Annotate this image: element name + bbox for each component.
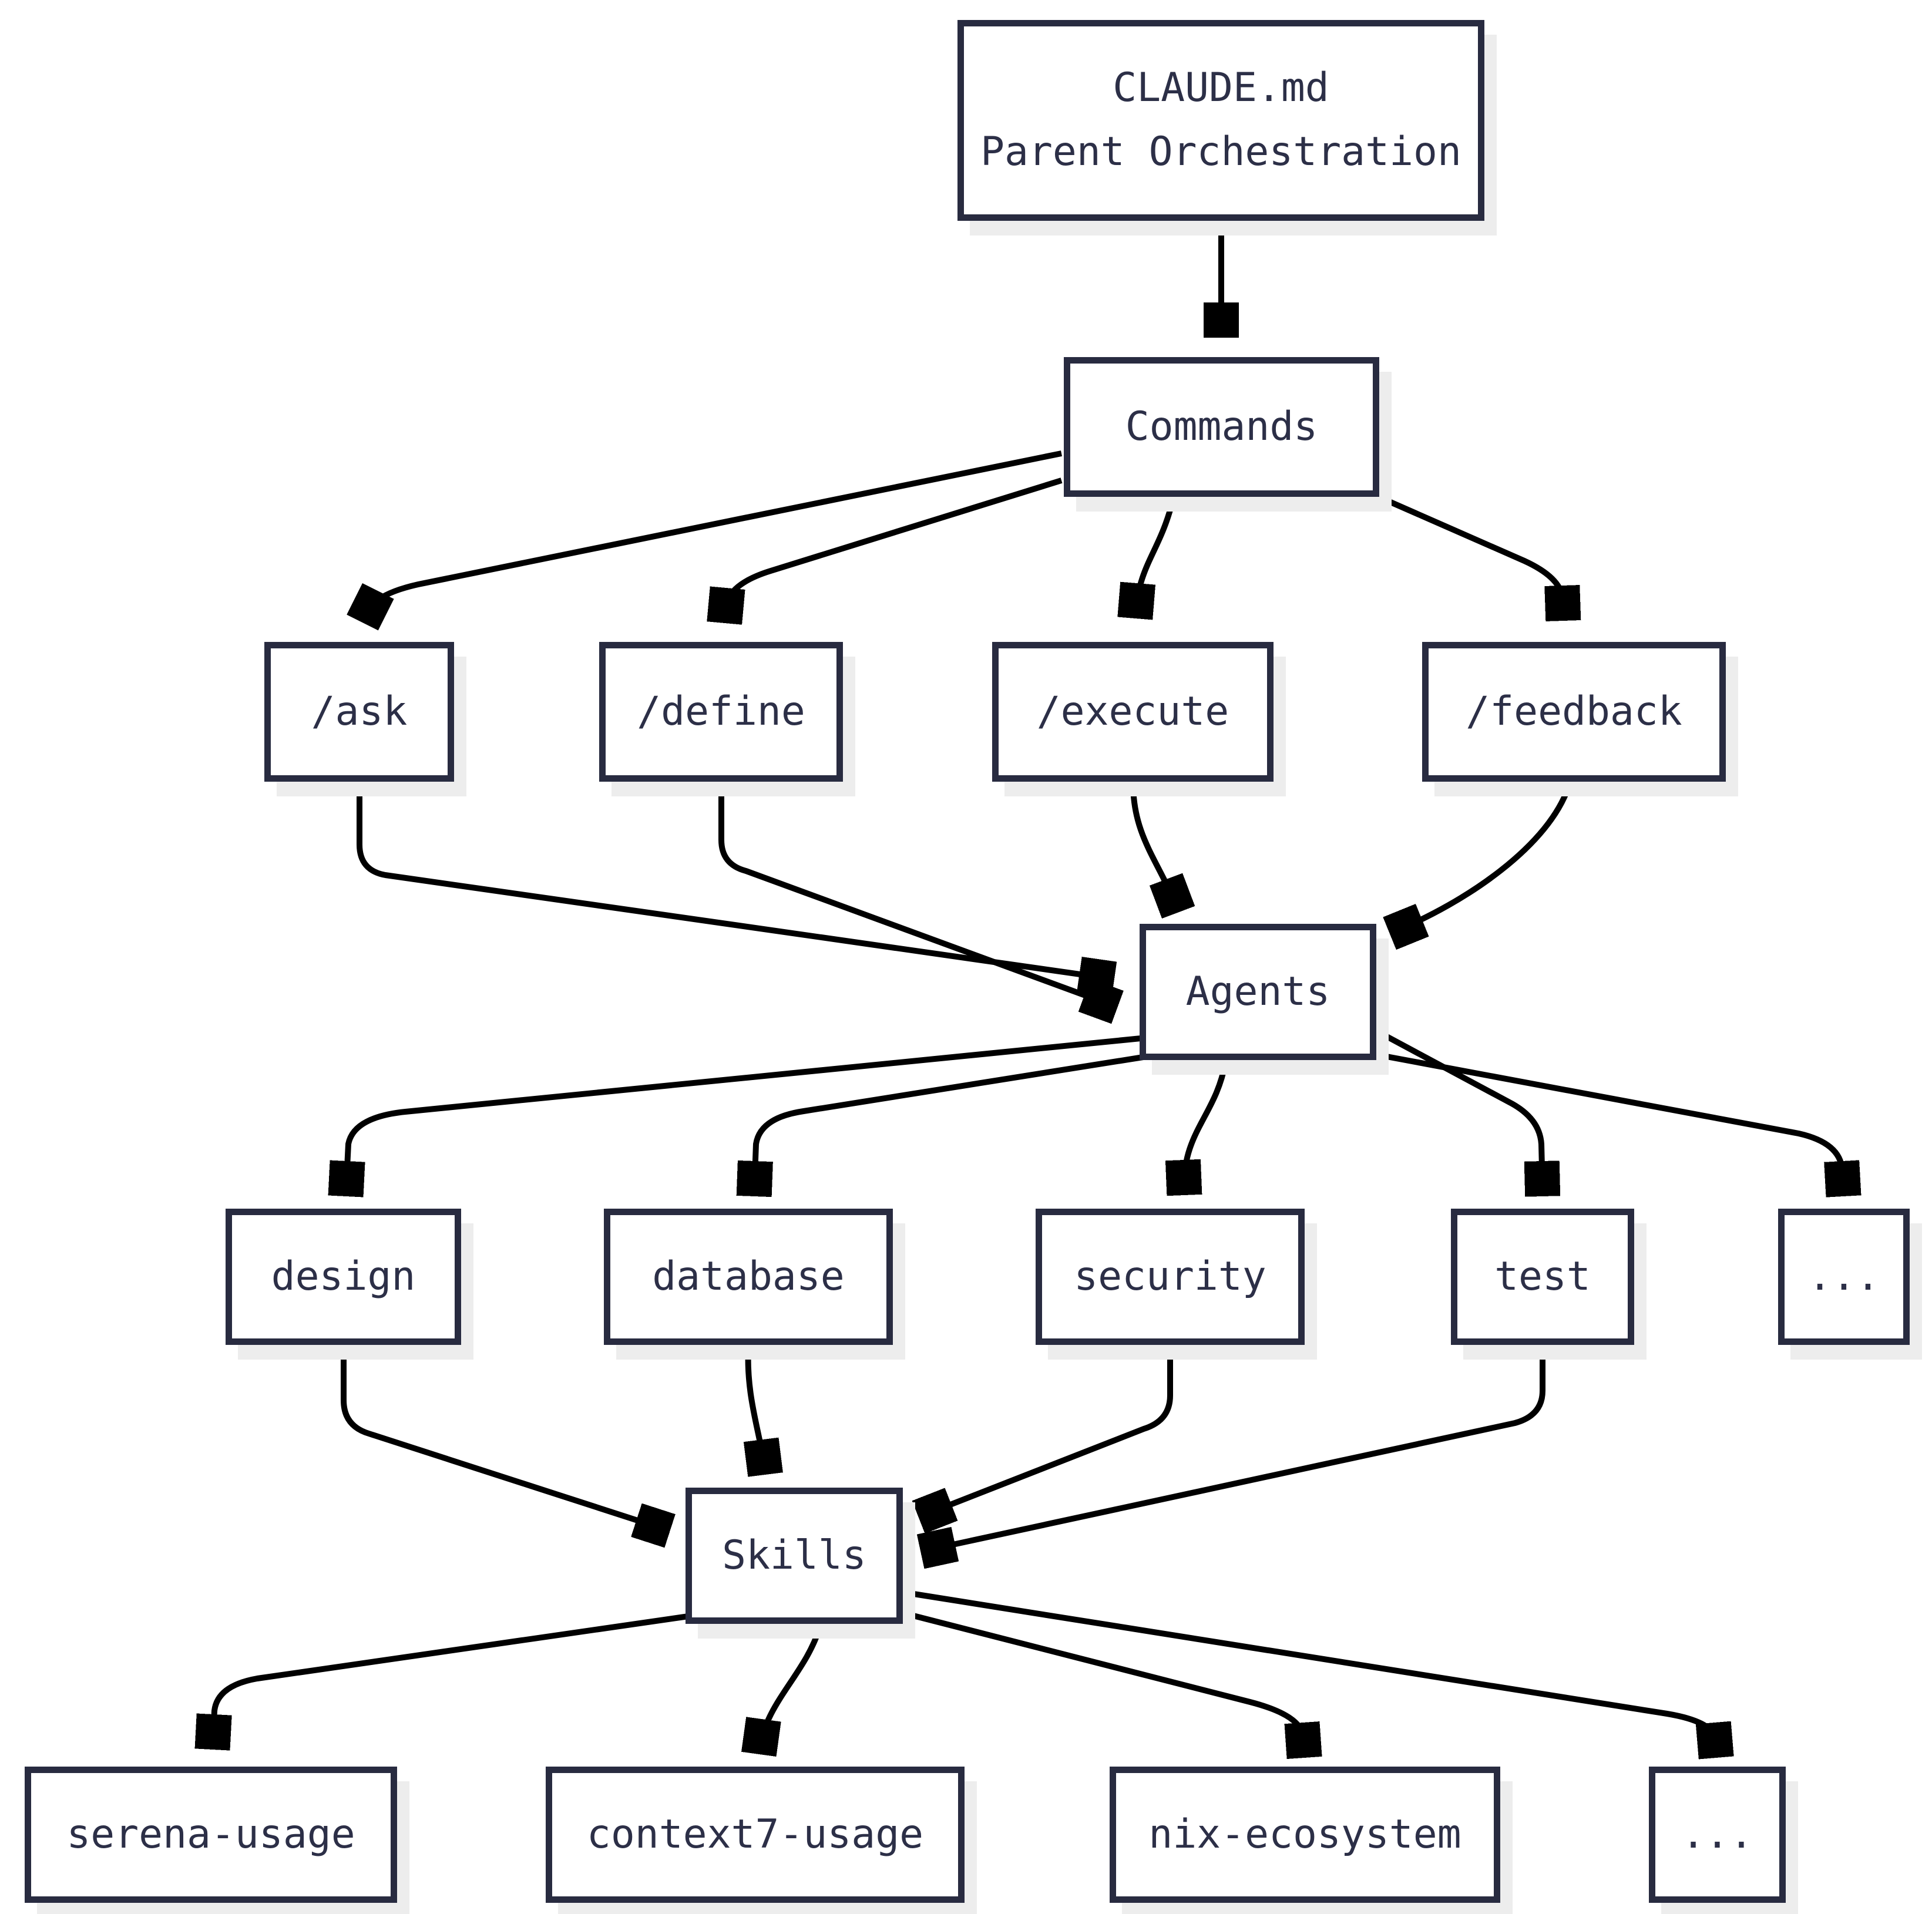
edge-commands-to-execute: [1135, 498, 1176, 613]
node-test-label: test: [1494, 1253, 1591, 1300]
node-database: database: [604, 1209, 893, 1345]
edge-agents-to-security: [1184, 1062, 1228, 1190]
edge-agents-to-agents-more: [1380, 1052, 1843, 1191]
node-skills: Skills: [686, 1488, 903, 1624]
node-ask-label: /ask: [311, 688, 408, 735]
node-define-label: /define: [637, 688, 805, 735]
node-security: security: [1036, 1209, 1305, 1345]
node-skills-more: ...: [1649, 1767, 1786, 1903]
node-context7-usage-label: context7-usage: [586, 1811, 924, 1858]
node-serena-usage: serena-usage: [25, 1767, 397, 1903]
node-ask: /ask: [264, 642, 454, 782]
node-test: test: [1451, 1209, 1634, 1345]
node-context7-usage: context7-usage: [546, 1767, 965, 1903]
node-design: design: [226, 1209, 461, 1345]
edge-execute-to-agents: [1130, 783, 1177, 907]
node-serena-usage-label: serena-usage: [66, 1811, 355, 1858]
edge-skills-to-context7: [760, 1625, 823, 1749]
node-security-label: security: [1074, 1253, 1266, 1300]
node-nix-ecosystem: nix-ecosystem: [1110, 1767, 1500, 1903]
node-design-label: design: [271, 1253, 416, 1300]
node-agents: Agents: [1140, 924, 1376, 1060]
node-skills-label: Skills: [722, 1532, 866, 1579]
edge-test-to-skills: [926, 1347, 1545, 1550]
node-execute-label: /execute: [1036, 688, 1229, 735]
edge-define-to-agents: [718, 783, 1113, 1005]
node-claude-md: CLAUDE.md Parent Orchestration: [957, 20, 1484, 221]
node-feedback: /feedback: [1422, 642, 1726, 782]
node-agents-label: Agents: [1185, 968, 1330, 1015]
node-nix-ecosystem-label: nix-ecosystem: [1148, 1811, 1461, 1858]
edge-database-to-skills: [748, 1347, 765, 1469]
node-skills-more-label: ...: [1681, 1811, 1753, 1858]
node-agents-more: ...: [1778, 1209, 1910, 1345]
node-feedback-label: /feedback: [1466, 688, 1682, 735]
node-define: /define: [599, 642, 843, 782]
node-agents-more-label: ...: [1807, 1253, 1880, 1300]
edge-commands-to-ask: [365, 450, 1062, 618]
edge-agents-to-design: [346, 1035, 1141, 1191]
edge-commands-to-define: [725, 477, 1063, 618]
edge-skills-to-skills-more: [906, 1590, 1716, 1752]
node-commands: Commands: [1064, 357, 1379, 497]
node-commands-label: Commands: [1125, 403, 1318, 450]
edge-design-to-skills: [341, 1347, 665, 1529]
node-database-label: database: [652, 1253, 845, 1300]
edge-agents-to-test: [1377, 1030, 1543, 1191]
edge-skills-to-serena: [213, 1613, 689, 1744]
node-claude-md-line2: Parent Orchestration: [980, 129, 1461, 175]
edge-ask-to-agents: [357, 783, 1109, 978]
edge-security-to-skills: [923, 1347, 1173, 1515]
node-claude-md-line1: CLAUDE.md: [1113, 65, 1329, 112]
edge-commands-to-feedback: [1373, 492, 1563, 615]
node-execute: /execute: [992, 642, 1274, 782]
edge-agents-to-database: [754, 1054, 1144, 1191]
edge-feedback-to-agents: [1395, 782, 1573, 931]
edge-skills-to-nix: [905, 1611, 1304, 1752]
